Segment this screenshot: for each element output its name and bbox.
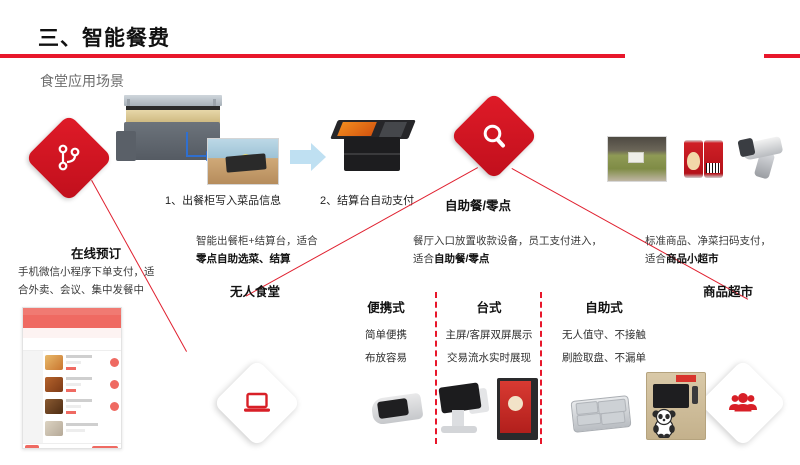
device-column-title-selfservice: 自助式 <box>585 301 623 315</box>
device-column-line2-selfservice: 刷脸取盘、不漏单 <box>562 352 646 364</box>
node-desc-unmanned-canteen: 智能出餐柜+结算台，适合 零点自助选菜、结算 <box>196 232 318 268</box>
node-desc-line1: 标准商品、净菜扫码支付， <box>645 235 771 247</box>
branch-icon <box>38 127 100 189</box>
node-desc-line2-bold: 商品小超市 <box>666 253 719 265</box>
node-title-market: 商品超市 <box>702 285 753 299</box>
node-desc-line1: 餐厅入口放置收款设备，员工支付进入， <box>413 235 602 247</box>
node-desc-line2: 适合自助餐/零点 <box>413 250 602 268</box>
flow-caption-step2: 2、结算台自动支付 <box>320 195 415 207</box>
search-icon <box>463 105 525 167</box>
node-desc-line2-plain: 适合 <box>413 253 434 265</box>
column-divider-1 <box>435 292 437 444</box>
header-rule-left <box>0 54 625 58</box>
phone-app-screenshot <box>22 307 122 449</box>
column-divider-2 <box>540 292 542 444</box>
page-title: 三、智能餐费 <box>38 27 170 50</box>
node-icon-online-order[interactable] <box>25 114 113 202</box>
node-desc-online-order: 手机微信小程序下单支付，适 合外卖、会议、集中发餐中 <box>18 263 155 299</box>
node-icon-buffet[interactable] <box>450 92 538 180</box>
node-desc-buffet: 餐厅入口放置收款设备，员工支付进入， 适合自助餐/零点 <box>413 232 602 268</box>
users-icon <box>712 372 774 434</box>
node-title-buffet: 自助餐/零点 <box>445 199 511 213</box>
node-title-unmanned-canteen: 无人食堂 <box>229 285 280 299</box>
panda-mascot-icon <box>650 405 678 439</box>
laptop-icon <box>226 372 288 434</box>
flow-caption-step1: 1、出餐柜写入菜品信息 <box>165 195 282 207</box>
device-column-title-portable: 便携式 <box>367 301 405 315</box>
device-column-title-desktop: 台式 <box>476 301 502 315</box>
node-desc-line2: 适合商品小超市 <box>645 250 771 268</box>
node-icon-market[interactable] <box>699 359 787 447</box>
device-column-line1-desktop: 主屏/客屏双屏展示 <box>445 329 533 341</box>
node-desc-line2: 零点自助选菜、结算 <box>196 253 291 265</box>
node-desc-line2-plain: 适合 <box>645 253 666 265</box>
device-column-line1-portable: 简单便携 <box>365 329 407 341</box>
device-column-line2-portable: 布放容易 <box>365 352 407 364</box>
node-icon-unmanned-canteen[interactable] <box>213 359 301 447</box>
page-subtitle: 食堂应用场景 <box>40 73 124 89</box>
header-rule-right <box>764 54 800 58</box>
node-desc-line2-bold: 自助餐/零点 <box>434 253 490 265</box>
device-column-line1-selfservice: 无人值守、不接触 <box>562 329 646 341</box>
node-desc-line2: 合外卖、会议、集中发餐中 <box>18 284 144 296</box>
node-desc-line1: 手机微信小程序下单支付，适 <box>18 266 155 278</box>
node-desc-line1: 智能出餐柜+结算台，适合 <box>196 235 318 247</box>
node-desc-market: 标准商品、净菜扫码支付， 适合商品小超市 <box>645 232 771 268</box>
node-title-online-order: 在线预订 <box>70 247 121 261</box>
device-column-line2-desktop: 交易流水实时展现 <box>447 352 531 364</box>
